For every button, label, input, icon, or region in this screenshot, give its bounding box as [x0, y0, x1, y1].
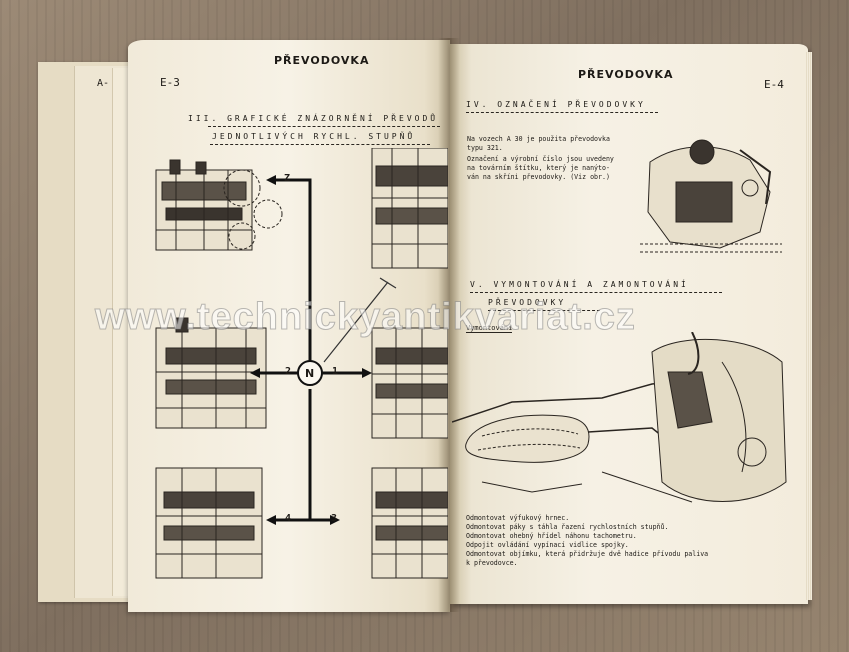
reverse-gear-circles [223, 169, 283, 250]
gearbox-cutaway-reverse [155, 159, 253, 251]
left-heading-underline-1 [208, 126, 440, 127]
section4-text-line: ván na skříni převodovky. (Viz obr.) [467, 173, 610, 181]
section4-text-line: na továrním štítku, který je nanýto- [467, 164, 610, 172]
gear-lever-pointer [323, 277, 397, 363]
exhaust-muffler [465, 414, 590, 463]
right-running-header: PŘEVODOVKA [578, 68, 674, 81]
removal-step: Odmontovat objímku, která přidržuje dvě … [466, 550, 709, 558]
right-page-edges [806, 52, 812, 600]
left-section-heading-line1: III. GRAFICKÉ ZNÁZORNĚNÍ PŘEVODŮ [188, 114, 439, 123]
gear-shift-diagram [155, 148, 448, 579]
section5-underline-1 [470, 292, 722, 293]
left-section-heading-line2: JEDNOTLIVÝCH RYCHL. STUPŇŮ [212, 132, 416, 141]
gearbox-cutaway-third [371, 467, 448, 579]
right-page [450, 44, 808, 604]
shift-label-first: 1 [332, 366, 339, 377]
gearbox-cutaway-neutral [371, 148, 448, 269]
removal-step: Odmontovat ohebný hřídel náhonu tachomet… [466, 532, 637, 540]
gearbox-cutaway-second [155, 317, 267, 429]
stack-page-label: A- [97, 78, 110, 89]
gearbox-cutaway-first [371, 327, 448, 439]
shift-label-third: 3 [331, 513, 338, 524]
left-page-code: E-3 [160, 76, 180, 89]
left-heading-underline-2 [210, 144, 430, 145]
shift-gate-arrowheads [250, 175, 372, 525]
removal-step: Odpojit ovládání vypínací vidlice spojky… [466, 541, 629, 549]
watermark: www.technickyantikvariat.cz [95, 296, 636, 339]
engine-bay-illustration [452, 332, 787, 503]
shift-label-neutral: N [305, 367, 315, 380]
neutral-position-circle [297, 360, 323, 386]
section4-text-line: Označení a výrobní číslo jsou uvedeny [467, 155, 614, 163]
gearbox-in-car [651, 332, 787, 502]
shift-gate-lines [258, 178, 364, 522]
removal-step: Odmontovat výfukový hrnec. [466, 514, 570, 522]
section5-heading-line1: V. VYMONTOVÁNÍ A ZAMONTOVÁNÍ [470, 280, 689, 289]
right-page-code: E-4 [764, 78, 784, 91]
left-running-header: PŘEVODOVKA [274, 54, 370, 67]
removal-step: Odmontovat páky s táhla řazení rychlostn… [466, 523, 669, 531]
gearbox-nameplate-illustration [640, 139, 782, 253]
section4-heading: IV. OZNAČENÍ PŘEVODOVKY [466, 100, 646, 109]
removal-step: k převodovce. [466, 559, 518, 567]
shift-label-reverse: Z [284, 173, 291, 184]
subheading-removal: Vymontování [466, 324, 513, 333]
shift-label-fourth: 4 [285, 513, 292, 524]
section4-text-line: Na vozech A 30 je použita převodovka [467, 135, 610, 143]
section5-underline-2 [488, 310, 600, 311]
section4-text-line: typu 321. [467, 144, 503, 152]
shift-label-second: 2 [285, 366, 292, 377]
section4-underline [466, 112, 658, 113]
section5-heading-line2: PŘEVODOVKY [488, 298, 567, 307]
gearbox-cutaway-fourth [155, 467, 263, 579]
